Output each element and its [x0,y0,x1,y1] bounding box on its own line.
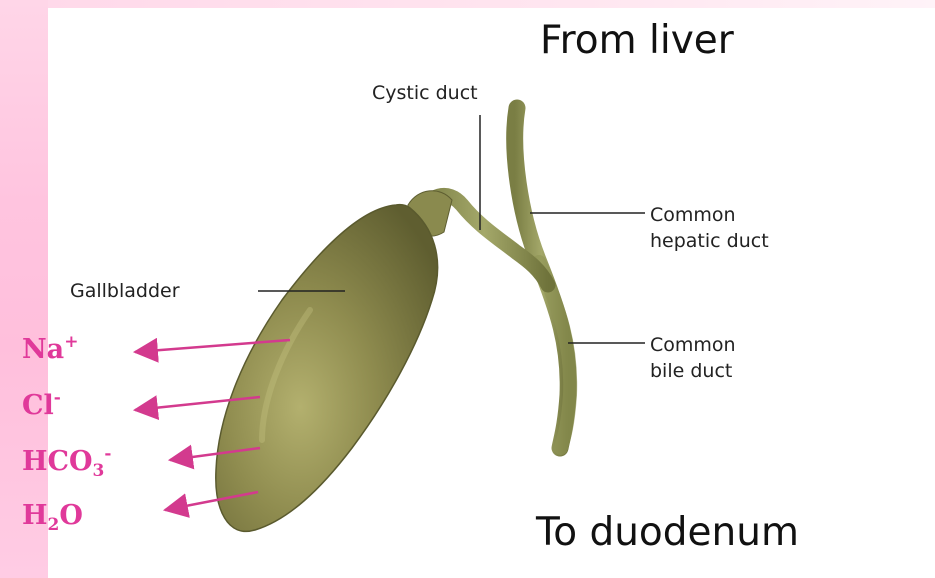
common-bile-duct-label: Common bile duct [650,332,736,384]
bicarbonate-symbol: HCO [22,446,93,477]
common-bile-duct-line1: Common [650,332,736,358]
sodium-charge: + [64,332,78,352]
water-label: H2O [22,500,83,531]
gallbladder-body [216,205,438,532]
chloride-ion-label: Cl- [22,390,61,421]
from-liver-label: From liver [540,18,734,63]
water-subscript: 2 [48,515,60,535]
bicarbonate-ion-label: HCO3- [22,446,111,477]
bicarbonate-subscript: 3 [93,461,105,481]
common-hepatic-duct-line2: hepatic duct [650,228,769,254]
common-hepatic-duct-label: Common hepatic duct [650,202,769,254]
chloride-charge: - [54,388,61,408]
sodium-symbol: Na [22,334,64,365]
to-duodenum-label: To duodenum [536,510,799,555]
sodium-ion-label: Na+ [22,334,78,365]
chloride-symbol: Cl [22,390,54,421]
water-symbol-a: H [22,500,48,531]
gallbladder-label: Gallbladder [70,278,180,304]
water-symbol-b: O [59,500,83,531]
common-bile-duct-line2: bile duct [650,358,736,384]
cystic-duct-label: Cystic duct [372,80,478,106]
bicarbonate-charge: - [104,444,111,464]
common-hepatic-duct-line1: Common [650,202,769,228]
